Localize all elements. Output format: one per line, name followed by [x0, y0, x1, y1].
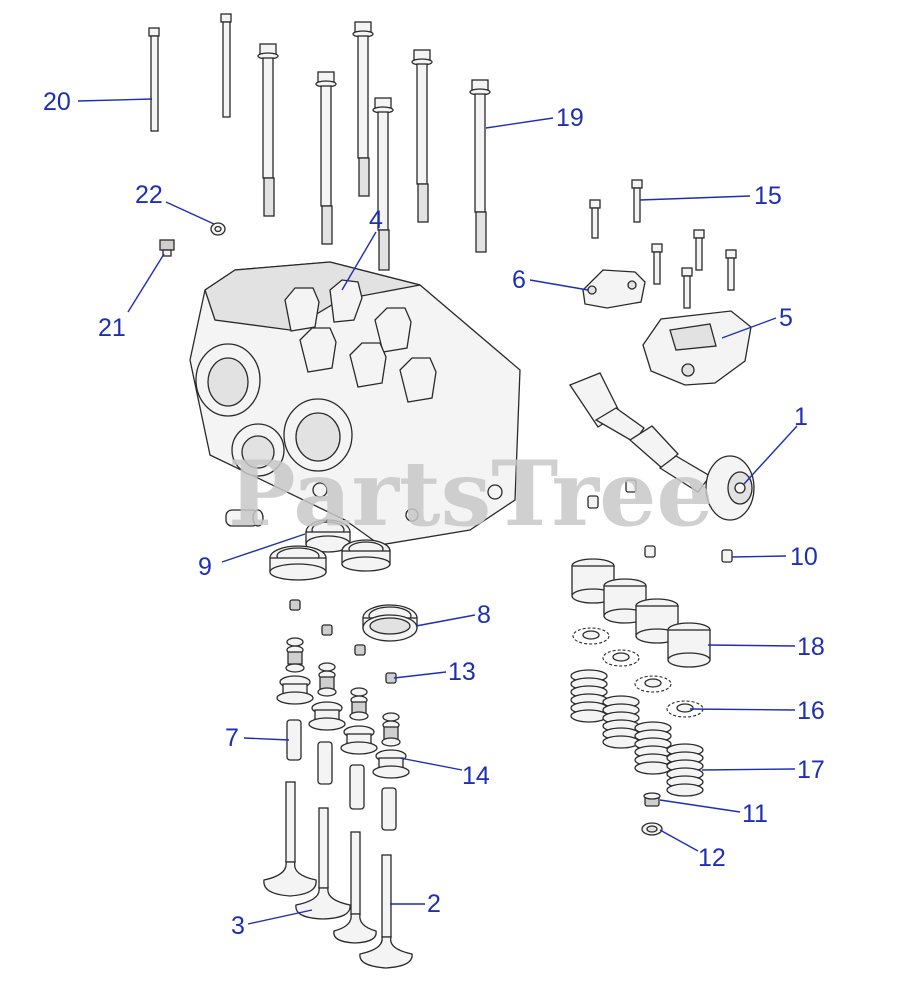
- callout-14: 14: [399, 757, 490, 790]
- callout-label-19: 19: [556, 104, 584, 132]
- head-bolt-thin-2: [220, 13, 232, 118]
- head-bolt-c: [352, 21, 374, 197]
- valve-seat-rings: [269, 519, 391, 581]
- callout-9: 9: [198, 533, 306, 581]
- callout-label-16: 16: [797, 697, 825, 725]
- cylinder-head: [189, 261, 521, 546]
- watermark: PartsTree: [228, 441, 714, 547]
- callout-19: 19: [485, 104, 584, 132]
- callout-label-3: 3: [231, 912, 245, 940]
- cam-carrier-5: [642, 310, 752, 386]
- washer-12: [641, 822, 663, 836]
- small-dowels: [587, 479, 733, 563]
- valve-a: [263, 781, 317, 897]
- callout-5: 5: [721, 304, 793, 339]
- callout-12: 12: [659, 829, 726, 872]
- callout-label-22: 22: [135, 181, 163, 209]
- valve-stem-seals-14: [276, 637, 410, 779]
- callout-8: 8: [415, 601, 491, 629]
- head-bolts: [148, 13, 491, 271]
- callout-label-17: 17: [797, 756, 825, 784]
- callout-15: 15: [639, 182, 782, 210]
- callout-label-5: 5: [779, 304, 793, 332]
- callout-label-7: 7: [225, 724, 239, 752]
- valve-springs-17: [570, 669, 704, 797]
- seal-ring-8: [362, 604, 418, 642]
- callout-18: 18: [707, 633, 825, 661]
- valve-guides-7: [286, 719, 397, 831]
- cam-cap-bolts-15: [589, 179, 737, 309]
- spring-retainers-16: [572, 627, 704, 718]
- callout-1: 1: [743, 403, 808, 485]
- callout-label-13: 13: [448, 658, 476, 686]
- callout-label-1: 1: [794, 403, 808, 431]
- head-bolt-19: [469, 79, 491, 253]
- callout-label-2: 2: [427, 890, 441, 918]
- callout-label-14: 14: [462, 762, 490, 790]
- dowel-pin: [225, 509, 264, 527]
- head-bolt-b: [315, 71, 337, 245]
- head-bolt-a: [257, 43, 279, 217]
- valve-keepers-13: [289, 599, 397, 684]
- plug-11: [643, 792, 661, 807]
- callout-label-15: 15: [754, 182, 782, 210]
- callout-label-10: 10: [790, 543, 818, 571]
- valve-2: [359, 854, 413, 969]
- valve-3: [295, 807, 351, 920]
- callout-label-12: 12: [698, 844, 726, 872]
- cam-cap-6: [582, 269, 646, 309]
- head-bolt-20: [148, 27, 160, 132]
- head-bolt-e: [411, 49, 433, 223]
- tappet-buckets-18: [571, 558, 711, 668]
- callout-label-18: 18: [797, 633, 825, 661]
- callout-2: 2: [390, 890, 441, 918]
- callout-label-4: 4: [369, 206, 383, 234]
- valve-c: [333, 831, 377, 944]
- callout-16: 16: [689, 697, 825, 725]
- callout-label-20: 20: [43, 88, 71, 116]
- callout-3: 3: [231, 909, 313, 940]
- fitting-22-washer: [210, 222, 226, 236]
- callouts: 1 2 3 4 5 6 7 8: [43, 88, 825, 940]
- fitting-21-plug: [159, 239, 175, 257]
- callout-20: 20: [43, 88, 153, 116]
- callout-10: 10: [731, 543, 818, 571]
- callout-17: 17: [701, 756, 825, 784]
- valves: [263, 781, 413, 969]
- callout-22: 22: [135, 181, 215, 225]
- head-bolt-d: [372, 97, 394, 271]
- callout-label-8: 8: [477, 601, 491, 629]
- callout-label-6: 6: [512, 266, 526, 294]
- callout-7: 7: [225, 724, 290, 752]
- callout-label-21: 21: [98, 314, 126, 342]
- callout-label-11: 11: [742, 800, 768, 828]
- callout-11: 11: [659, 799, 768, 828]
- callout-4: 4: [341, 206, 383, 291]
- callout-13: 13: [393, 658, 476, 686]
- callout-6: 6: [512, 266, 589, 294]
- callout-label-9: 9: [198, 553, 212, 581]
- camshaft-1: [569, 372, 755, 521]
- callout-21: 21: [98, 253, 165, 342]
